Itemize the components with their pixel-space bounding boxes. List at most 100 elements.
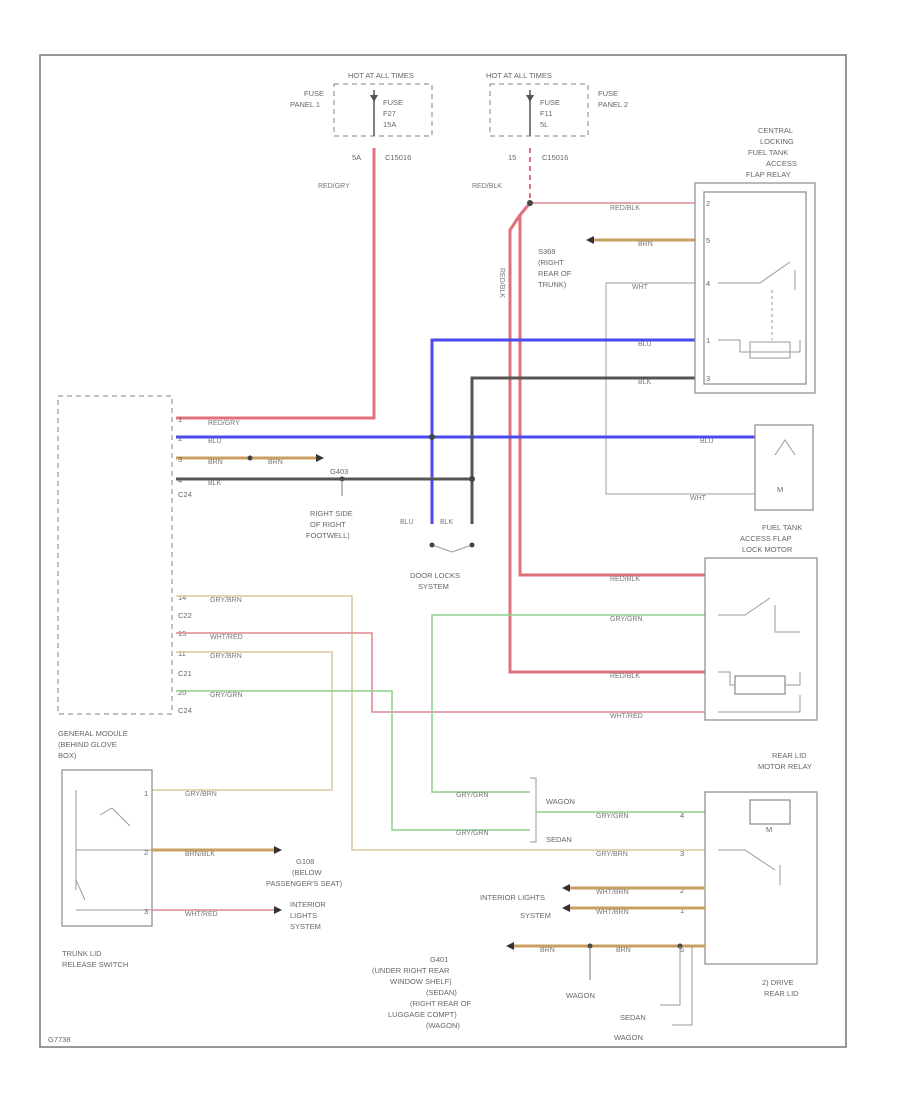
wire-gry-brn-lower: [152, 651, 333, 791]
fuse-f11-label-2: F11: [540, 109, 552, 118]
general-module-pin-5: 14: [178, 593, 186, 602]
g108-code: G108: [296, 857, 314, 866]
wire-red-blk-motor-label-2: RED/BLK: [610, 673, 640, 680]
fuel-motor-title-2: ACCESS FLAP: [740, 534, 792, 543]
drive-rear-lid-2: REAR LID: [764, 989, 799, 998]
wire-wht-label-bottom: WHT: [690, 495, 707, 502]
g401-code: G401: [430, 955, 448, 964]
arrow-interior-left: [274, 906, 282, 914]
wire-wht-loop: [605, 282, 755, 495]
arrow-interior-right-1: [562, 884, 570, 892]
wire-wht-label-top: WHT: [632, 284, 649, 291]
fuse-panel-1-box: [333, 83, 433, 137]
wire-brn-module-label-2: BRN: [268, 459, 283, 466]
wire-red-blk-branch-b: [508, 214, 705, 674]
door-locks-pin-1: [429, 542, 435, 548]
wire-blu-relay-label: BLU: [638, 341, 652, 348]
wire-gry-brn-upper-label: GRY/BRN: [210, 597, 242, 604]
fuse-f11-arrow: [526, 95, 534, 102]
fuse-f11-label-3: 5L: [540, 120, 548, 129]
drive-rear-lid-1: 2) DRIVE: [762, 978, 794, 987]
wire-gry-brn-lower-label: GRY/BRN: [210, 653, 242, 660]
wire-gry-grn-module-label: GRY/GRN: [210, 692, 243, 699]
relay-box: [694, 182, 816, 394]
relay-coil: [718, 339, 801, 359]
fuse-panel-2-name-2: PANEL 2: [598, 100, 628, 109]
relay-pin-1: 2: [706, 199, 710, 208]
interior-lights-right-2: SYSTEM: [520, 911, 551, 920]
wire-blk-relay-label: BLK: [638, 379, 652, 386]
wire-gry-grn-motor-label: GRY/GRN: [610, 616, 643, 623]
wire-blu-module-label: BLU: [208, 438, 222, 445]
g108-label-1: (BELOW: [292, 868, 323, 877]
relay-title-4: ACCESS: [766, 159, 797, 168]
g401-wagon2-lead: [672, 946, 693, 1026]
general-module-connector-1: C24: [178, 490, 192, 499]
g401-label-6: (WAGON): [426, 1021, 460, 1030]
door-locks-blu: BLU: [400, 519, 414, 526]
rear-relay-coil-m: M: [766, 825, 772, 834]
trunk-switch-title-1: TRUNK LID: [62, 949, 102, 958]
fuse-panel-1-connector: C15016: [385, 153, 411, 162]
rear-relay-title-1: REAR LID: [772, 751, 807, 760]
arrow-interior-right-2: [562, 904, 570, 912]
trunk-switch-pin-1: 1: [144, 789, 148, 798]
relay-pin-3: 4: [706, 279, 710, 288]
wire-blu-right-label: BLU: [700, 438, 714, 445]
ground-arrow-relay: [586, 236, 594, 244]
splice-dot-s369: [527, 200, 533, 206]
bottom-wagon-2: WAGON: [614, 1033, 643, 1042]
g401-label-4: (RIGHT REAR OF: [410, 999, 472, 1008]
door-locks-blk: BLK: [440, 519, 454, 526]
wire-red-blk-branch-a: [518, 202, 705, 577]
relay-pin-2: 5: [706, 236, 710, 245]
fuse-panel-2-name-1: FUSE: [598, 89, 618, 98]
door-locks-pin-2: [469, 542, 475, 548]
trunk-lid-release-switch: 1 2 3 TRUNK LID RELEASE SWITCH: [61, 769, 153, 969]
wire-wht-brn-label-1: WHT/BRN: [596, 889, 629, 896]
wire-wht-red: [176, 632, 705, 713]
wire-red-blk-label-top: RED/BLK: [472, 183, 502, 190]
general-module-connector-3: C21: [178, 669, 192, 678]
relay-title-1: CENTRAL: [758, 126, 793, 135]
rear-relay-box: [704, 791, 818, 965]
relay-pin-4: 1: [706, 336, 710, 345]
general-module-pin-2: 2: [178, 434, 182, 443]
fuse-f27-label-1: FUSE: [383, 98, 403, 107]
relay-title-2: LOCKING: [760, 137, 794, 146]
wire-brn-blk-label: BRN/BLK: [185, 851, 215, 858]
interior-lights-right-1: INTERIOR LIGHTS: [480, 893, 545, 902]
rear-relay-pin-2: 3: [680, 849, 684, 858]
variant-wagon: WAGON: [546, 797, 575, 806]
g401-sedan-lead: [660, 946, 681, 1006]
bottom-sedan: SEDAN: [620, 1013, 646, 1022]
splice-dot-blk: [469, 476, 475, 482]
wire-gry-brn-upper: [176, 595, 705, 851]
splice-label-2: (RIGHT: [538, 258, 564, 267]
fuse-panel-1-name-2: PANEL 1: [290, 100, 320, 109]
wire-blk-module-label: BLK: [208, 480, 222, 487]
wire-red-gry-label-vert: RED/GRY: [318, 183, 350, 190]
rear-relay-pin-4: 1: [680, 906, 684, 915]
wire-red-blk-relay-label: RED/BLK: [610, 205, 640, 212]
fuse-f27-arrow: [370, 95, 378, 102]
aux-switch-ground: M: [777, 485, 783, 494]
g403-code: G403: [330, 467, 348, 476]
g403-label-3: FOOTWELL): [306, 531, 350, 540]
splice-dot-blu: [429, 434, 435, 440]
fuse-panel-1-hot-label: HOT AT ALL TIMES: [348, 71, 414, 80]
trunk-switch-symbol: [75, 790, 152, 911]
fuel-motor-actuator: [734, 675, 786, 695]
bottom-wagon: WAGON: [566, 991, 595, 1000]
interior-lights-left-3: SYSTEM: [290, 922, 321, 931]
wire-wht-brn-label-2: WHT/BRN: [596, 909, 629, 916]
wire-blk-relay: [470, 376, 695, 524]
g401-label-5: LUGGAGE COMPT): [388, 1010, 457, 1019]
fuse-f27-label-3: 15A: [383, 120, 396, 129]
wire-gry-grn-sedan-label: GRY/GRN: [456, 830, 489, 837]
general-module-connector-4: C24: [178, 706, 192, 715]
rear-relay-pin-5: 5: [680, 945, 684, 954]
g401-label-2: WINDOW SHELF): [390, 977, 452, 986]
general-module-pin-3: 3: [178, 455, 182, 464]
g401-label-3: (SEDAN): [426, 988, 457, 997]
